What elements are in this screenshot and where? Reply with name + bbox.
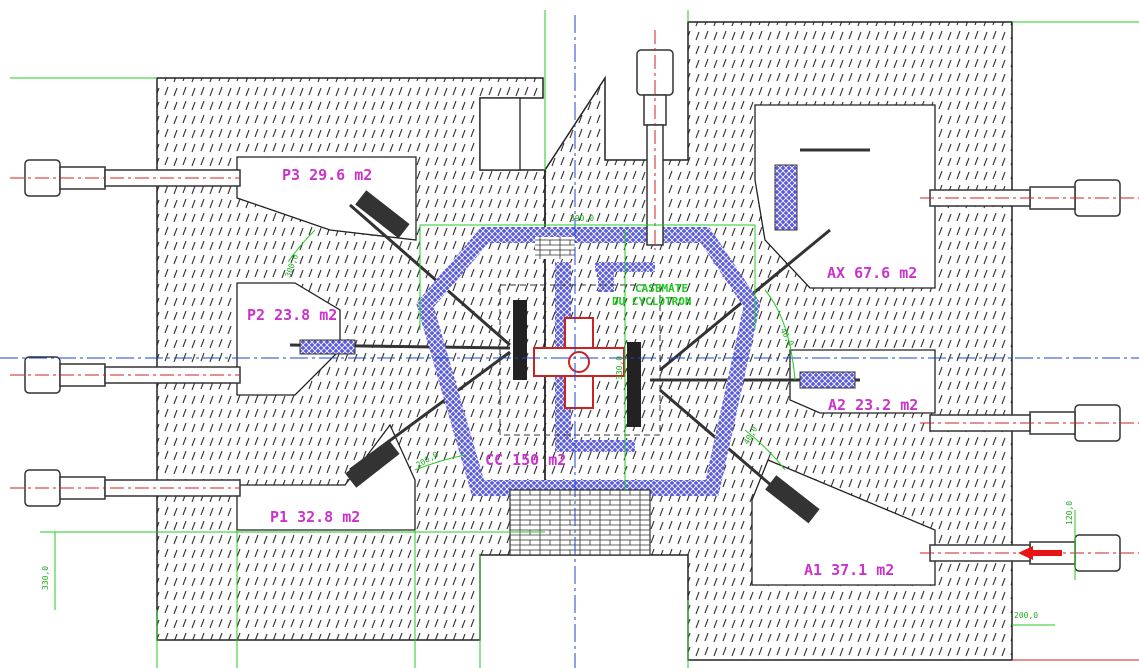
dimension-label-200-bottom: 200,0	[1014, 611, 1038, 620]
magnet-yokes	[513, 300, 641, 427]
casemate-label-line1: CASEMATE	[635, 282, 688, 295]
dimension-label-120: 120,0	[1065, 501, 1074, 525]
casemate-label-line2: DU CYCLOTRON	[612, 295, 691, 308]
cyclotron-enclosure-outline	[499, 284, 661, 436]
room-label-ax: AX 67.6 m2	[827, 264, 917, 282]
dimension-label-330-mid: 330,0	[615, 356, 624, 380]
room-label-a1: A1 37.1 m2	[804, 561, 894, 579]
room-label-p1: P1 32.8 m2	[270, 508, 360, 526]
room-labels: P3 29.6 m2 P2 23.8 m2 P1 32.8 m2 CC 150 …	[247, 166, 918, 579]
dimension-lines	[10, 10, 1139, 668]
room-label-p2: P2 23.8 m2	[247, 306, 337, 324]
casemate-label: CASEMATE DU CYCLOTRON	[612, 282, 691, 308]
room-label-p3: P3 29.6 m2	[282, 166, 372, 184]
room-label-a2: A2 23.2 m2	[828, 396, 918, 414]
dimension-label-390-top: 390,0	[570, 214, 594, 223]
dimension-label-330: 330,0	[41, 566, 50, 590]
room-label-cc: CC 150 m2	[485, 451, 566, 469]
stairs	[509, 237, 651, 556]
cyclotron-core	[533, 317, 625, 409]
target-stations	[299, 164, 856, 524]
